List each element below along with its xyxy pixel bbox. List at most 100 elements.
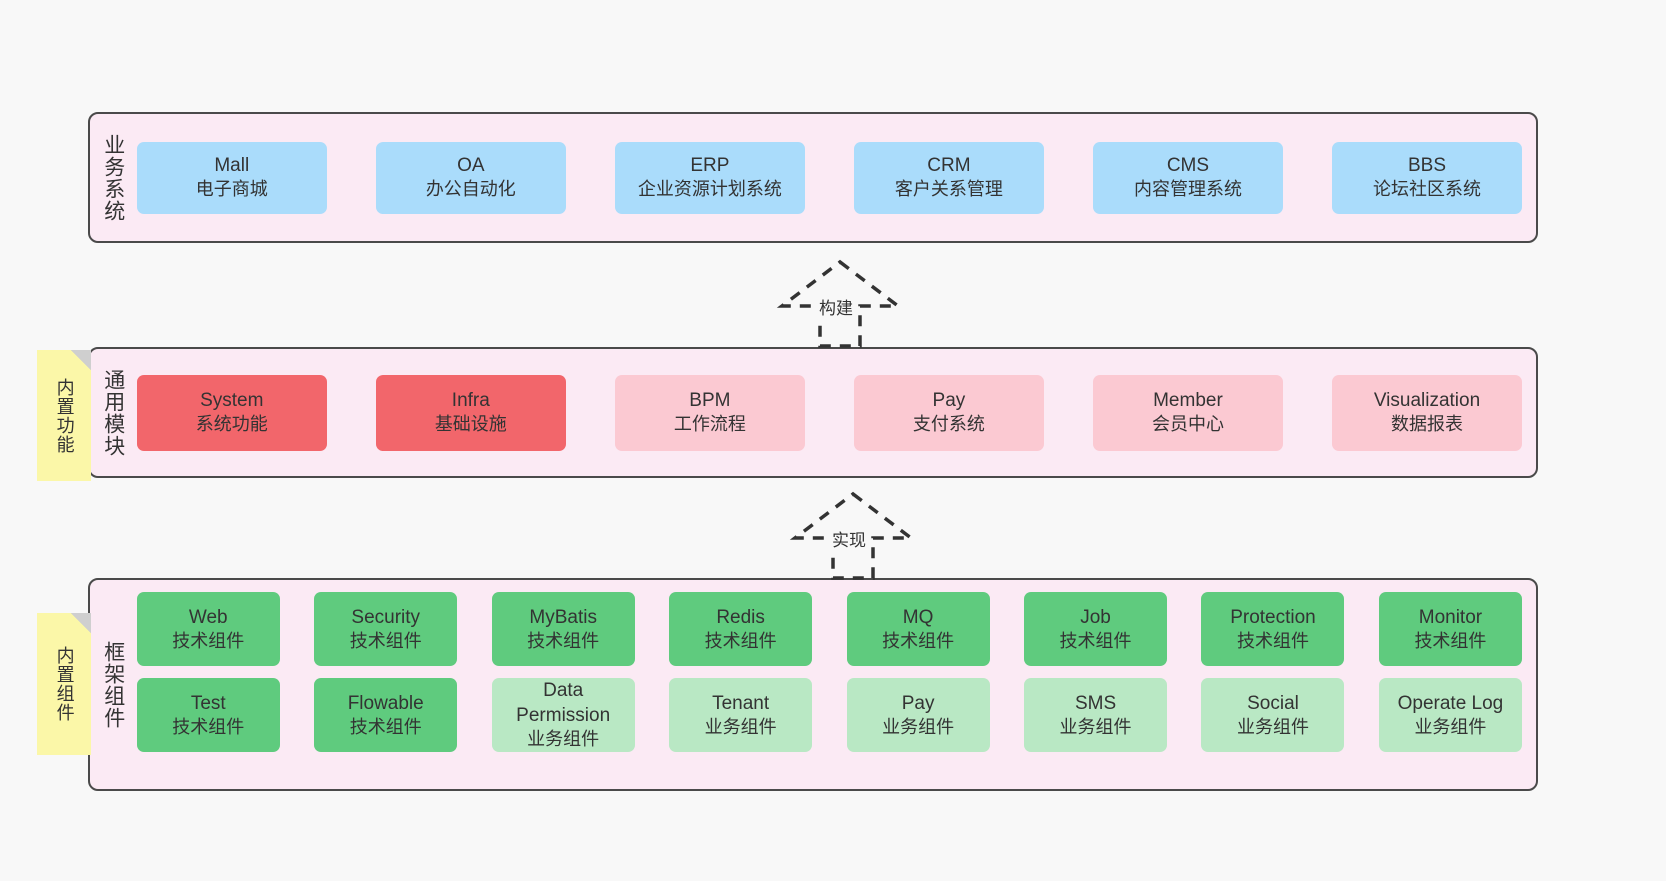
- card-bbs-cn: 论坛社区系统: [1373, 179, 1481, 200]
- card-security[interactable]: Security 技术组件: [314, 592, 458, 666]
- card-redis[interactable]: Redis 技术组件: [669, 592, 813, 666]
- card-protection-en: Protection: [1230, 606, 1316, 628]
- card-social-en: Social: [1247, 692, 1299, 714]
- card-pay-module-cn: 支付系统: [912, 414, 985, 435]
- card-oa-cn: 办公自动化: [425, 179, 516, 200]
- card-system-en: System: [200, 390, 264, 412]
- card-test-en: Test: [190, 692, 226, 714]
- card-member-cn: 会员中心: [1151, 414, 1224, 435]
- card-erp-en: ERP: [690, 155, 730, 177]
- card-job-en: Job: [1080, 606, 1111, 628]
- card-erp[interactable]: ERP 企业资源计划系统: [614, 141, 805, 214]
- card-infra-en: Infra: [451, 390, 490, 412]
- card-security-cn: 技术组件: [349, 630, 422, 651]
- card-tenant-cn: 业务组件: [704, 716, 777, 737]
- connector-implement-label: 实现: [830, 526, 868, 551]
- card-system-cn: 系统功能: [195, 414, 268, 435]
- card-pay-component-en: Pay: [901, 692, 935, 714]
- layer-common-modules: 通用模块 System 系统功能 Infra 基础设施 BPM 工作流程 Pay…: [88, 347, 1538, 478]
- connector-build-arrow: 构建: [755, 258, 925, 348]
- card-redis-en: Redis: [716, 606, 765, 628]
- card-mall-cn: 电子商城: [195, 179, 268, 200]
- card-job-cn: 技术组件: [1059, 630, 1132, 651]
- card-monitor-en: Monitor: [1418, 606, 1483, 628]
- card-pay-module-en: Pay: [932, 390, 966, 412]
- card-flowable-en: Flowable: [347, 692, 424, 714]
- card-bpm-cn: 工作流程: [673, 414, 746, 435]
- card-redis-cn: 技术组件: [704, 630, 777, 651]
- hollow-dashed-arrow-up-icon: [776, 259, 904, 348]
- card-visualization-cn: 数据报表: [1391, 414, 1463, 435]
- card-bbs-en: BBS: [1407, 155, 1447, 177]
- card-mybatis-cn: 技术组件: [527, 630, 600, 651]
- card-security-en: Security: [351, 606, 421, 628]
- layer-common-modules-cards: System 系统功能 Infra 基础设施 BPM 工作流程 Pay 支付系统…: [133, 349, 1536, 476]
- layer-framework-components-title: 框架组件: [101, 640, 125, 729]
- card-mybatis[interactable]: MyBatis 技术组件: [491, 592, 635, 666]
- card-crm-en: CRM: [927, 155, 971, 177]
- card-social[interactable]: Social 业务组件: [1201, 678, 1345, 752]
- card-monitor-cn: 技术组件: [1414, 630, 1487, 651]
- card-operate-log-en: Operate Log: [1397, 692, 1504, 714]
- card-protection-cn: 技术组件: [1236, 630, 1309, 651]
- layer-business-systems: 业务系统 Mall 电子商城 OA 办公自动化 ERP 企业资源计划系统 CRM…: [88, 112, 1538, 243]
- card-sms[interactable]: SMS 业务组件: [1024, 678, 1168, 752]
- card-flowable[interactable]: Flowable 技术组件: [314, 678, 458, 752]
- hollow-dashed-arrow-up-icon: [789, 491, 917, 580]
- card-tenant[interactable]: Tenant 业务组件: [669, 678, 813, 752]
- card-sms-cn: 业务组件: [1059, 716, 1132, 737]
- card-pay-component-cn: 业务组件: [882, 716, 955, 737]
- card-data-permission-en: Data Permission: [516, 680, 611, 727]
- card-social-cn: 业务组件: [1236, 716, 1309, 737]
- card-cms-en: CMS: [1166, 155, 1210, 177]
- card-protection[interactable]: Protection 技术组件: [1201, 592, 1345, 666]
- card-infra[interactable]: Infra 基础设施: [375, 374, 566, 451]
- card-oa-en: OA: [457, 155, 485, 177]
- connector-implement-arrow: 实现: [768, 490, 938, 580]
- card-oa[interactable]: OA 办公自动化: [375, 141, 566, 214]
- note-builtin-features-label: 内置功能: [54, 377, 75, 454]
- layer-common-modules-title: 通用模块: [101, 368, 125, 457]
- card-visualization-en: Visualization: [1373, 390, 1481, 412]
- card-job[interactable]: Job 技术组件: [1024, 592, 1168, 666]
- card-tenant-en: Tenant: [712, 692, 770, 714]
- card-mq-en: MQ: [902, 606, 934, 628]
- layer-framework-components-grid: Web 技术组件 Security 技术组件 MyBatis 技术组件 Redi…: [133, 580, 1536, 789]
- card-test[interactable]: Test 技术组件: [136, 678, 280, 752]
- layer-business-systems-cards: Mall 电子商城 OA 办公自动化 ERP 企业资源计划系统 CRM 客户关系…: [133, 114, 1536, 241]
- card-web-en: Web: [188, 606, 228, 628]
- card-infra-cn: 基础设施: [434, 414, 507, 435]
- card-mall[interactable]: Mall 电子商城: [136, 141, 327, 214]
- card-web-cn: 技术组件: [172, 630, 245, 651]
- card-sms-en: SMS: [1074, 692, 1117, 714]
- card-system[interactable]: System 系统功能: [136, 374, 327, 451]
- connector-build-label: 构建: [817, 294, 855, 319]
- note-builtin-components-label: 内置组件: [54, 646, 75, 722]
- card-cms[interactable]: CMS 内容管理系统: [1092, 141, 1283, 214]
- card-bpm-en: BPM: [689, 390, 731, 412]
- card-web[interactable]: Web 技术组件: [136, 592, 280, 666]
- framework-row-technical: Web 技术组件 Security 技术组件 MyBatis 技术组件 Redi…: [136, 592, 1522, 666]
- card-crm[interactable]: CRM 客户关系管理: [853, 141, 1044, 214]
- card-cms-cn: 内容管理系统: [1133, 179, 1242, 200]
- card-erp-cn: 企业资源计划系统: [637, 179, 782, 200]
- card-flowable-cn: 技术组件: [349, 716, 422, 737]
- card-member[interactable]: Member 会员中心: [1092, 374, 1283, 451]
- card-data-permission-cn: 业务组件: [527, 729, 600, 750]
- card-pay-component[interactable]: Pay 业务组件: [846, 678, 990, 752]
- layer-framework-components: 框架组件 Web 技术组件 Security 技术组件 MyBatis 技术组件…: [88, 578, 1538, 791]
- card-operate-log-cn: 业务组件: [1414, 716, 1487, 737]
- card-operate-log[interactable]: Operate Log 业务组件: [1378, 678, 1522, 752]
- card-crm-cn: 客户关系管理: [894, 179, 1003, 200]
- card-mq[interactable]: MQ 技术组件: [846, 592, 990, 666]
- card-bpm[interactable]: BPM 工作流程: [614, 374, 805, 451]
- layer-business-systems-title: 业务系统: [101, 133, 125, 222]
- card-pay-module[interactable]: Pay 支付系统: [853, 374, 1044, 451]
- card-visualization[interactable]: Visualization 数据报表: [1332, 374, 1522, 451]
- card-monitor[interactable]: Monitor 技术组件: [1378, 592, 1522, 666]
- card-bbs[interactable]: BBS 论坛社区系统: [1332, 141, 1522, 214]
- note-builtin-features: 内置功能: [37, 350, 91, 481]
- card-data-permission[interactable]: Data Permission 业务组件: [491, 678, 635, 752]
- note-builtin-components: 内置组件: [37, 613, 91, 755]
